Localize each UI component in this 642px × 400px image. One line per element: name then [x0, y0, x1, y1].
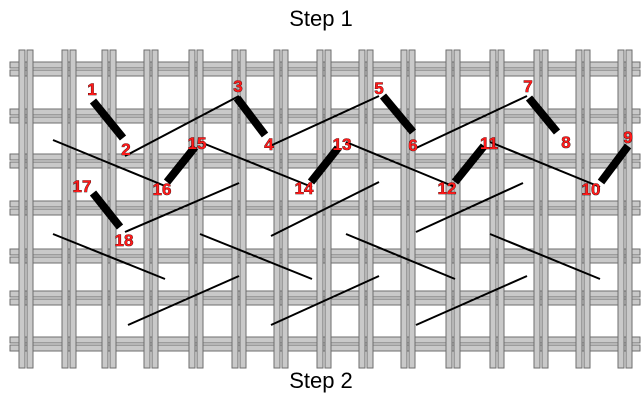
vertical-thread [231, 49, 239, 369]
front-stitch-line [89, 190, 124, 230]
vertical-thread [316, 49, 324, 369]
front-stitch-line [307, 145, 342, 185]
vertical-threads [18, 49, 633, 369]
step-1-title: Step 1 [289, 6, 353, 31]
vertical-thread [196, 49, 204, 369]
vertical-thread [445, 49, 453, 369]
back-stitch-line [52, 233, 166, 280]
vertical-thread [69, 49, 77, 369]
vertical-thread [26, 49, 34, 369]
stitch-number-label: 10 [582, 180, 601, 199]
stitch-number-label: 16 [153, 180, 172, 199]
back-stitches [52, 95, 601, 326]
stitch-number-label: 5 [374, 79, 383, 98]
back-stitch-line [345, 141, 456, 188]
front-stitch-line [163, 144, 199, 185]
back-stitch-line [199, 141, 313, 188]
vertical-thread [61, 49, 69, 369]
vertical-thread [533, 49, 541, 369]
back-stitch-line [52, 139, 166, 187]
vertical-thread [453, 49, 461, 369]
stitch-number-label: 12 [438, 179, 457, 198]
stitch-number-label: 17 [73, 177, 92, 196]
stitch-number-label: 9 [623, 128, 632, 147]
step-2-title: Step 2 [289, 368, 353, 393]
stitch-number-label: 1 [87, 80, 96, 99]
back-stitch-line [413, 95, 528, 150]
vertical-thread [151, 49, 159, 369]
front-stitch-line [379, 93, 417, 135]
vertical-thread [109, 49, 117, 369]
vertical-thread [408, 49, 416, 369]
stitch-number-label: 13 [333, 135, 352, 154]
vertical-thread [18, 49, 26, 369]
vertical-thread [239, 49, 247, 369]
back-stitch-line [489, 233, 601, 280]
stitch-number-label: 7 [523, 77, 532, 96]
stitch-number-label: 14 [295, 179, 314, 198]
vertical-thread [143, 49, 151, 369]
front-stitch-line [89, 98, 127, 141]
stitch-number-label: 15 [188, 134, 207, 153]
vertical-thread [273, 49, 281, 369]
front-stitch-line [525, 95, 561, 135]
vertical-thread [281, 49, 289, 369]
stitch-number-label: 8 [561, 133, 570, 152]
stitch-number-label: 4 [264, 135, 274, 154]
back-stitch-line [269, 95, 380, 147]
vertical-thread [366, 49, 374, 369]
back-stitch-line [199, 233, 313, 280]
front-stitch-line [451, 143, 488, 185]
back-stitch-line [415, 275, 528, 326]
vertical-thread [617, 49, 625, 369]
front-stitch-line [233, 95, 269, 138]
back-stitch-line [270, 181, 380, 237]
back-stitch-line [124, 95, 240, 157]
back-stitch-line [415, 182, 524, 233]
back-stitch-line [124, 182, 240, 233]
back-stitch-line [270, 275, 380, 326]
vertical-thread [188, 49, 196, 369]
vertical-thread [489, 49, 497, 369]
stitch-number-label: 3 [233, 77, 242, 96]
back-stitch-line [127, 275, 240, 326]
vertical-thread [400, 49, 408, 369]
stitch-number-label: 6 [408, 136, 417, 155]
back-stitch-line [489, 141, 601, 188]
vertical-thread [358, 49, 366, 369]
back-stitch-line [345, 233, 456, 280]
stitch-number-label: 18 [115, 231, 134, 250]
vertical-thread [583, 49, 591, 369]
stitch-number-label: 11 [480, 134, 498, 153]
vertical-thread [541, 49, 549, 369]
vertical-thread [575, 49, 583, 369]
stitch-number-label: 2 [121, 140, 130, 159]
front-stitch-line [597, 143, 632, 185]
vertical-thread [625, 49, 633, 369]
front-stitches [89, 93, 632, 230]
vertical-thread [497, 49, 505, 369]
